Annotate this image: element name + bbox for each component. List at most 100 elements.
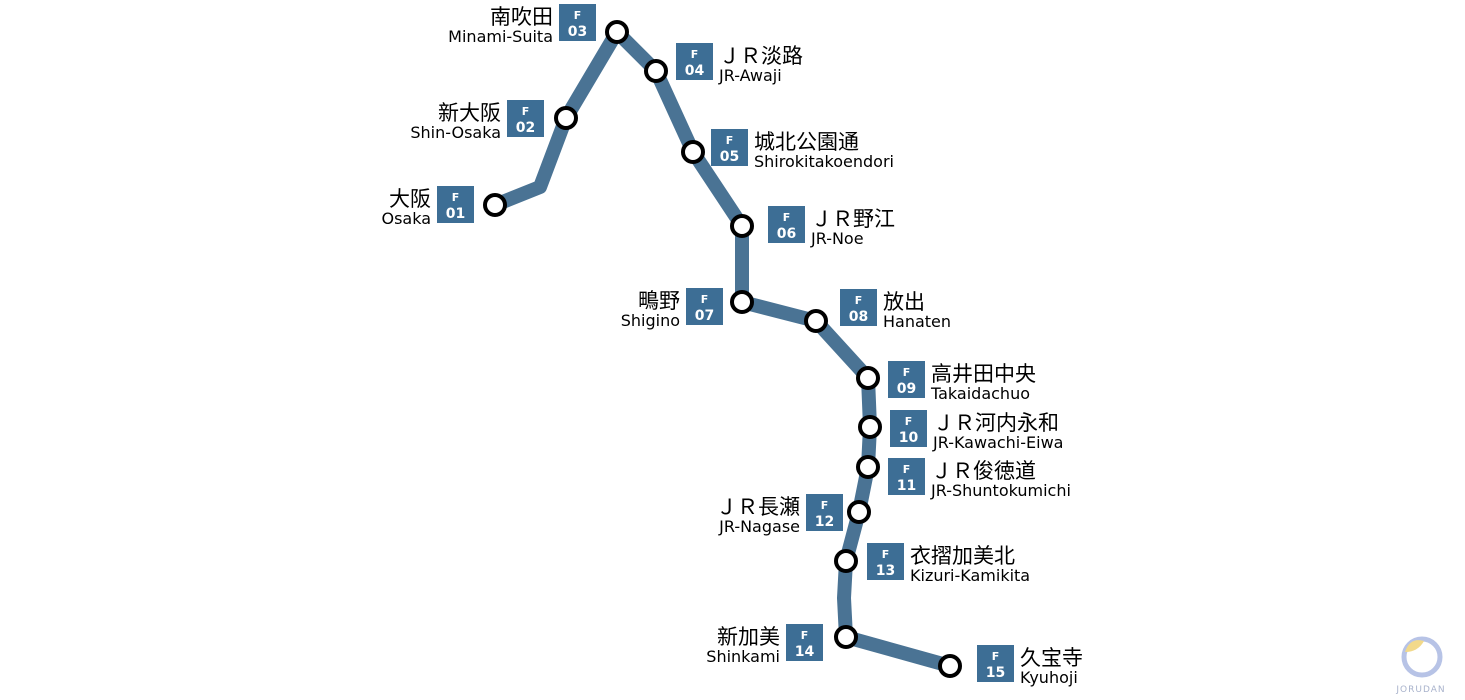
line-code-letter: F	[726, 134, 734, 147]
station-name-en: Minami-Suita	[448, 27, 553, 46]
station-code-number: 14	[795, 644, 815, 660]
station-marker[interactable]	[834, 549, 858, 573]
station-marker[interactable]	[681, 140, 705, 164]
badge-background	[686, 288, 723, 325]
station-code-number: 10	[899, 430, 919, 446]
station-number-badge: F04	[676, 43, 713, 80]
badge-background	[840, 289, 877, 326]
badge-background	[559, 4, 596, 41]
jorudan-logo-text: JORUDAN	[1395, 685, 1445, 695]
badge-background	[786, 624, 823, 661]
line-code-letter: F	[855, 294, 863, 307]
station-number-badge: F 10	[890, 410, 927, 447]
station-number-badge: F 02	[507, 100, 544, 137]
station-name-ja: 新大阪	[438, 101, 501, 125]
station-name-en: Osaka	[381, 209, 431, 228]
station-number-badge: F 15	[977, 645, 1014, 682]
station-marker[interactable]	[804, 309, 828, 333]
station-name-ja: ＪＲ淡路	[719, 44, 803, 68]
station-code-number: 09	[897, 381, 916, 397]
station-marker[interactable]	[644, 59, 668, 83]
station-marker[interactable]	[847, 500, 871, 524]
line-code-letter: F	[903, 366, 911, 379]
badge-background	[437, 186, 474, 223]
station-name-en: Kyuhoji	[1020, 668, 1078, 687]
station-number-badge: F01	[437, 186, 474, 223]
badge-background	[806, 494, 843, 531]
station-marker[interactable]	[730, 290, 754, 314]
station-name-ja: ＪＲ野江	[811, 207, 895, 231]
line-code-letter: F	[821, 499, 829, 512]
badge-background	[507, 100, 544, 137]
line-code-letter: F	[992, 650, 1000, 663]
station-code-number: 02	[516, 120, 535, 136]
station-name-ja: 放出	[883, 290, 925, 314]
station-number-badge: F 11	[888, 458, 925, 495]
station-marker[interactable]	[834, 625, 858, 649]
station-name-en: JR-Nagase	[718, 517, 800, 536]
station-number-badge: F13	[867, 543, 904, 580]
line-code-letter: F	[574, 9, 582, 22]
station-number-badge: F 03	[559, 4, 596, 41]
station-name-ja: ＪＲ俊徳道	[931, 459, 1036, 483]
station-name-en: Shinkami	[706, 647, 780, 666]
station-name-ja: 鴫野	[638, 289, 680, 313]
station-code-number: 11	[897, 478, 916, 494]
station-marker[interactable]	[730, 214, 754, 238]
station-name-ja: 衣摺加美北	[910, 544, 1015, 568]
badge-background	[711, 129, 748, 166]
station-name-en: JR-Kawachi-Eiwa	[932, 433, 1063, 452]
station-marker[interactable]	[856, 366, 880, 390]
badge-background	[888, 361, 925, 398]
station-number-badge: F12	[806, 494, 843, 531]
line-code-letter: F	[903, 463, 911, 476]
badge-background	[768, 206, 805, 243]
station-name-ja: 城北公園通	[754, 130, 859, 154]
station-marker[interactable]	[856, 455, 880, 479]
station-name-en: Hanaten	[883, 312, 951, 331]
station-marker[interactable]	[605, 20, 629, 44]
station-name-ja: 大阪	[389, 187, 431, 211]
station-number-badge: F 09	[888, 361, 925, 398]
jorudan-logo: JORUDAN	[1395, 636, 1445, 695]
station-name-en: Shirokitakoendori	[754, 152, 894, 171]
station-code-number: 03	[568, 24, 587, 40]
station-name-en: JR-Noe	[810, 229, 864, 248]
badge-background	[867, 543, 904, 580]
station-code-number: 01	[446, 206, 465, 222]
badge-background	[676, 43, 713, 80]
station-number-badge: F05	[711, 129, 748, 166]
line-code-letter: F	[801, 629, 809, 642]
station-marker[interactable]	[938, 654, 962, 678]
station-number-badge: F08	[840, 289, 877, 326]
station-name-ja: ＪＲ河内永和	[933, 411, 1059, 435]
station-code-number: 07	[695, 308, 714, 324]
station-marker[interactable]	[554, 106, 578, 130]
station-name-en: Kizuri-Kamikita	[910, 566, 1030, 585]
line-code-letter: F	[522, 105, 530, 118]
station-marker[interactable]	[858, 415, 882, 439]
station-code-number: 15	[986, 665, 1005, 681]
line-code-letter: F	[905, 415, 913, 428]
badge-background	[888, 458, 925, 495]
station-number-badge: F06	[768, 206, 805, 243]
station-marker[interactable]	[483, 193, 507, 217]
jorudan-logo-icon	[1401, 636, 1443, 678]
station-number-badge: F 14	[786, 624, 823, 661]
